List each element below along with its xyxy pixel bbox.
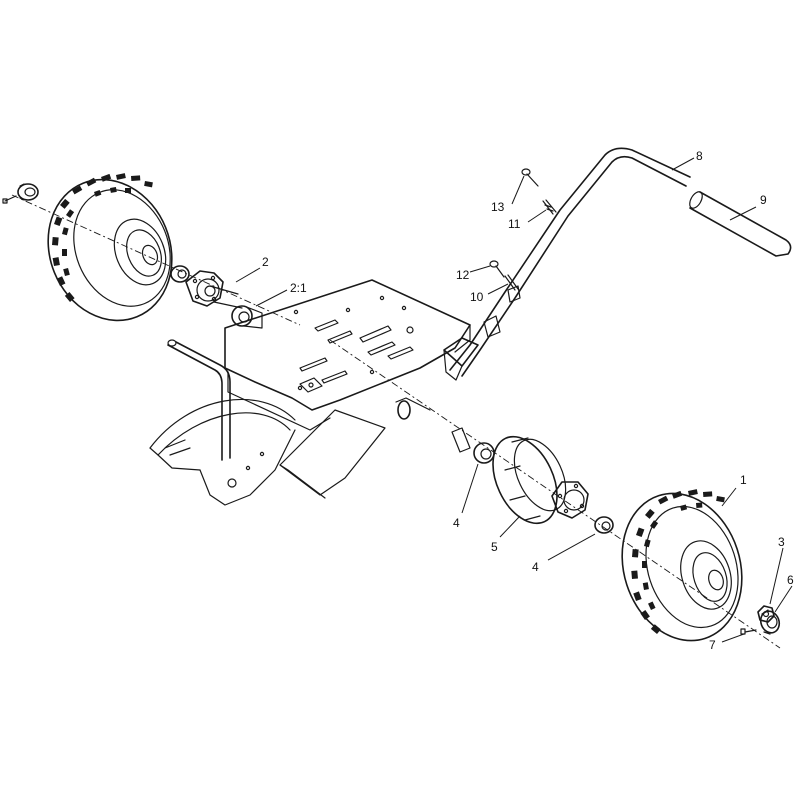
- left-spacer: [170, 265, 190, 283]
- callout-9: 9: [760, 193, 767, 207]
- callout-6: 6: [787, 573, 794, 587]
- callout-13: 13: [491, 200, 505, 214]
- deck-frame: [224, 279, 471, 431]
- clip-parts: [489, 168, 557, 291]
- axle-shaft: [395, 397, 471, 453]
- callout-8: 8: [696, 149, 703, 163]
- left-wheel-bolt-icon: [2, 195, 17, 204]
- callout-1: 1: [740, 473, 747, 487]
- callout-7: 7: [709, 638, 716, 652]
- left-wheel-tread: [51, 173, 153, 302]
- callout-4-upper: 4: [453, 516, 460, 530]
- left-wheel-cap: [17, 183, 39, 201]
- axle-center-line: [11, 194, 781, 649]
- handle-assembly: [443, 147, 691, 381]
- callout-2-1: 2:1: [290, 281, 307, 295]
- right-hub: [551, 481, 589, 519]
- guard-plate: [279, 409, 386, 499]
- spacer-upper: [473, 442, 495, 464]
- leader-lines: [235, 157, 793, 643]
- callout-5: 5: [491, 540, 498, 554]
- spacer-lower: [594, 516, 614, 534]
- callout-2: 2: [262, 255, 269, 269]
- callout-4-lower: 4: [532, 560, 539, 574]
- frame-tube: [167, 339, 231, 461]
- callouts: 1 2 2:1 3 4 4 5 6 7 8 9 10 11 12 13: [262, 149, 794, 652]
- right-wheel-tread: [631, 489, 725, 635]
- callout-10: 10: [470, 290, 484, 304]
- callout-11: 11: [508, 217, 521, 231]
- callout-3: 3: [778, 535, 785, 549]
- right-wheel-cap: [759, 609, 781, 635]
- left-wheel: [47, 173, 173, 322]
- right-wheel: [621, 489, 743, 642]
- left-hub: [185, 270, 243, 309]
- callout-12: 12: [456, 268, 470, 282]
- handle-grip: [689, 191, 792, 257]
- drum-housing: [492, 435, 567, 525]
